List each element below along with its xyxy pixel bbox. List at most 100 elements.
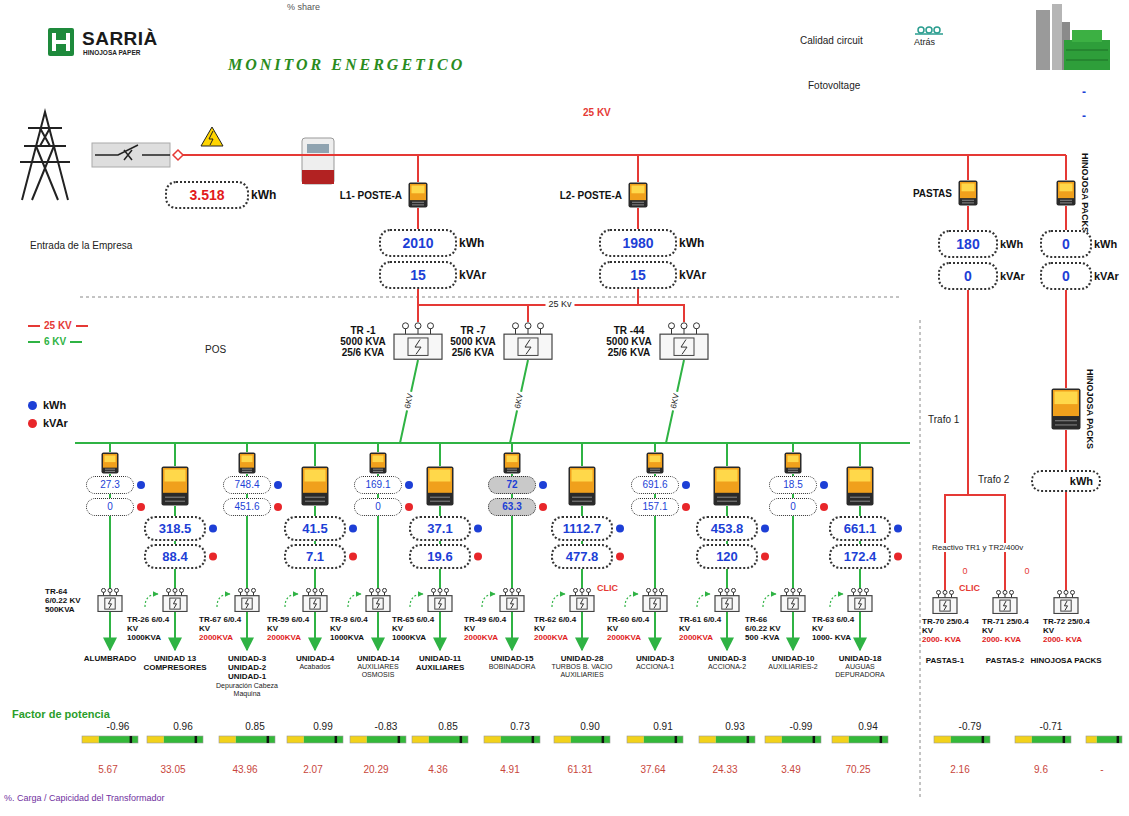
page-title: MONITOR ENERGETICO bbox=[228, 56, 465, 74]
25kv-wires bbox=[183, 155, 1066, 182]
meter-icon bbox=[1056, 180, 1076, 206]
transformer-label: TR-70 25/0.4 KV2000- KVA bbox=[922, 618, 970, 644]
feeder-meter-part bbox=[788, 469, 798, 471]
transformer-icon-part bbox=[510, 588, 514, 592]
meter-name: HINOJOSA PACKS bbox=[1085, 369, 1095, 449]
unit-name: UNIDAD-11 AUXILIARES bbox=[408, 654, 472, 672]
bar-frame bbox=[1015, 736, 1071, 743]
label-group: UNIDAD-11 AUXILIARES bbox=[408, 654, 472, 672]
feeder-meter bbox=[427, 467, 454, 506]
transformer-rating: 2000- KVA bbox=[922, 636, 970, 645]
kvar-dot bbox=[274, 503, 282, 511]
reading-box: 0kVAr bbox=[1040, 262, 1092, 290]
transformer-icon-part bbox=[102, 588, 106, 592]
label-group: ALUMBRADO bbox=[78, 654, 142, 663]
feeder-meter-part bbox=[507, 469, 517, 471]
energy-meter: L2- POSTE-A bbox=[628, 182, 648, 208]
feeder-wire bbox=[439, 506, 441, 516]
transformer-rating: TR-65 6/0.4 KV bbox=[392, 616, 436, 634]
6kv-line bbox=[581, 569, 583, 588]
text-label: Calidad circuit bbox=[800, 35, 863, 47]
text-label: Fotovoltage bbox=[808, 80, 860, 92]
kvar-dot bbox=[616, 553, 624, 561]
25kv-line bbox=[528, 289, 638, 322]
reading-value: 0 bbox=[107, 501, 113, 512]
25kv-line bbox=[1065, 492, 1067, 590]
transformer-icon-part bbox=[540, 328, 541, 334]
meter-icon bbox=[628, 182, 648, 208]
logo-icon-part bbox=[48, 28, 74, 56]
kwh-dot bbox=[820, 481, 828, 489]
transformer-icon-part bbox=[943, 590, 947, 594]
25kv-line bbox=[967, 206, 969, 230]
transformer: TR-59 6/0.4 KV2000KVA bbox=[302, 588, 328, 612]
feeder-wire bbox=[859, 506, 861, 516]
meter-name: L1- POSTE-A bbox=[340, 190, 402, 201]
transformer-icon-part bbox=[239, 588, 243, 592]
bar-yellow bbox=[627, 736, 644, 743]
reading-box: 37.1 bbox=[409, 516, 471, 541]
unit-name: UNIDAD-3 UNIDAD-2 UNIDAD-1 bbox=[215, 654, 279, 682]
main-switch-part bbox=[95, 145, 170, 155]
transformer: TR-65 6/0.4 KV1000KVA bbox=[427, 588, 453, 612]
feeder-meter-part bbox=[427, 467, 454, 506]
unit-name: Acabados bbox=[283, 663, 347, 671]
unit-name: AUXILIARES OSMOSIS bbox=[346, 663, 410, 679]
unit-name: UNIDAD-18 bbox=[828, 654, 892, 663]
25kv-line bbox=[418, 289, 684, 322]
transformer-icon-part bbox=[791, 599, 794, 608]
transformer-icon-part bbox=[580, 599, 583, 608]
label-group: UNIDAD 13 COMPRESORES bbox=[143, 654, 207, 672]
meter-icon-part bbox=[962, 184, 975, 192]
transformer-icon-part bbox=[574, 588, 578, 592]
feeder-meter-part bbox=[105, 469, 115, 471]
bar-frame bbox=[627, 736, 683, 743]
transformer-icon-part bbox=[937, 590, 941, 594]
transformer-icon-part bbox=[173, 588, 177, 592]
transformer-rating: TR-70 25/0.4 KV bbox=[922, 618, 970, 636]
transformer: TR-49 6/0.4 KV2000KVA bbox=[499, 588, 525, 612]
bar-marker bbox=[602, 736, 605, 743]
feeder-wire bbox=[581, 506, 583, 516]
reading-box: 3.518kWh bbox=[165, 181, 249, 209]
power-transformer: TR -1 5000 KVA 25/6 KVA bbox=[393, 322, 443, 360]
feeder-meter-part bbox=[163, 468, 187, 493]
feedback-arrow bbox=[763, 594, 776, 607]
reading-value: 172.4 bbox=[844, 549, 877, 564]
unit-name: HINOJOSA PACKS bbox=[1028, 656, 1104, 665]
reading-value: 451.6 bbox=[234, 501, 259, 512]
transformer-icon-part bbox=[852, 588, 856, 592]
25kv-line bbox=[638, 289, 684, 322]
grid-tower bbox=[20, 112, 70, 200]
unit-name: ACCIONA-1 bbox=[623, 663, 687, 671]
feeder-meter-part bbox=[715, 468, 739, 493]
feedback-arrow bbox=[217, 594, 230, 607]
feeder-riser bbox=[726, 443, 728, 466]
transformer-icon-part bbox=[313, 599, 316, 608]
reading-value: 37.1 bbox=[427, 521, 452, 536]
reading-value: 477.8 bbox=[566, 549, 599, 564]
meter-name: PASTAS bbox=[913, 188, 952, 199]
kvar-dot bbox=[209, 553, 217, 561]
bar-marker bbox=[1063, 736, 1066, 743]
bar-marker bbox=[398, 736, 401, 743]
feeder-meter-part bbox=[303, 468, 327, 493]
25kv-line bbox=[1065, 206, 1067, 230]
transformer-icon-part bbox=[373, 598, 383, 609]
label-group: UNIDAD-14AUXILIARES OSMOSIS bbox=[346, 654, 410, 679]
feeder-meter-part bbox=[650, 456, 661, 463]
label-group: UNIDAD-28TURBOS B. VACIO AUXILIARIES bbox=[550, 654, 614, 679]
text-label: % share bbox=[287, 2, 320, 12]
transformer-icon-part bbox=[674, 338, 694, 355]
transformer-icon-part bbox=[653, 588, 657, 592]
kwh-dot bbox=[682, 481, 690, 489]
bar-marker bbox=[335, 736, 338, 743]
25kv-wires-part bbox=[418, 155, 1066, 182]
warning-sign-part bbox=[209, 131, 213, 145]
legend-text: kWh bbox=[43, 399, 66, 411]
meter-icon-part bbox=[412, 186, 425, 194]
bar-green bbox=[367, 736, 406, 743]
unit-name: UNIDAD-3 bbox=[623, 654, 687, 663]
reading-box: 0 bbox=[769, 498, 817, 516]
reading-box: 661.1 bbox=[829, 516, 891, 541]
